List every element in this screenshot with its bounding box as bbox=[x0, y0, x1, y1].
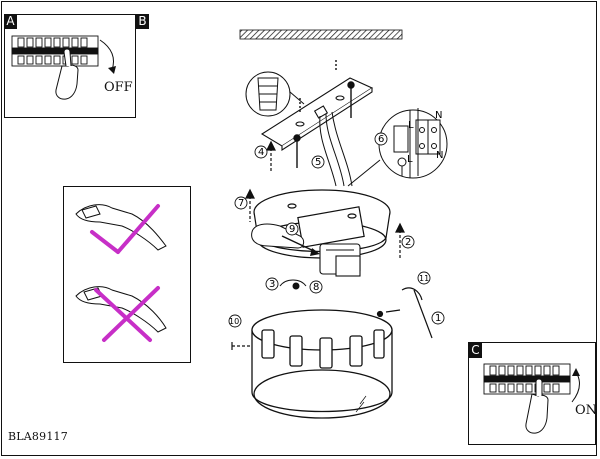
panel-a-label: A bbox=[4, 14, 17, 29]
panel-b-label: B bbox=[136, 14, 149, 29]
mounting-bracket bbox=[260, 77, 374, 152]
off-arrow bbox=[99, 39, 114, 71]
hand-pressing-switch-a bbox=[55, 48, 79, 100]
step-8: 8 bbox=[313, 282, 319, 293]
on-arrow bbox=[571, 371, 580, 403]
terminal-live-label: L bbox=[408, 120, 414, 131]
mounting-screws bbox=[293, 60, 355, 168]
forbidden-cross-top bbox=[90, 204, 160, 254]
step-1: 1 bbox=[435, 313, 441, 324]
ceiling-hatch bbox=[239, 29, 403, 40]
step-3: 3 bbox=[269, 279, 275, 290]
terminal-block-callout bbox=[347, 108, 448, 187]
forbidden-cross-bottom bbox=[94, 286, 160, 342]
off-label: OFF bbox=[104, 80, 133, 95]
terminal-neutral-label-side: N bbox=[436, 150, 443, 161]
lamp-insert-arrow bbox=[281, 235, 317, 253]
step-6: 6 bbox=[378, 134, 384, 145]
step-9: 9 bbox=[289, 224, 295, 235]
model-code: BLA89117 bbox=[8, 430, 68, 443]
step-7: 7 bbox=[238, 198, 244, 209]
lamp-shade bbox=[251, 309, 393, 419]
hand-pressing-switch-c bbox=[525, 378, 549, 434]
step-5: 5 bbox=[315, 157, 321, 168]
rotation-arrows bbox=[279, 279, 307, 290]
terminal-neutral-label-top: N bbox=[435, 110, 442, 121]
step-11: 11 bbox=[419, 274, 429, 283]
lamp-insert-arrow-head bbox=[310, 248, 320, 256]
breaker-bank-c bbox=[483, 363, 571, 395]
direction-arrows bbox=[231, 140, 405, 350]
on-label: ON bbox=[575, 403, 598, 418]
terminal-live-label-lower: L bbox=[407, 154, 413, 165]
on-arrow-head bbox=[572, 368, 580, 376]
step-10: 10 bbox=[229, 317, 239, 326]
off-arrow-head bbox=[108, 66, 116, 74]
breaker-bank-a bbox=[11, 35, 99, 67]
lamp-bulb bbox=[251, 223, 305, 249]
lamp-socket bbox=[319, 243, 361, 277]
panel-c-label: C bbox=[469, 343, 482, 358]
step-4: 4 bbox=[258, 147, 264, 158]
step-2: 2 bbox=[405, 237, 411, 248]
wall-plug-detail bbox=[245, 71, 305, 117]
hand-holding-lamp-top bbox=[75, 204, 167, 251]
supply-wires bbox=[319, 111, 353, 187]
shade-fixing-screw bbox=[376, 287, 433, 339]
step-number-badges bbox=[228, 132, 445, 328]
